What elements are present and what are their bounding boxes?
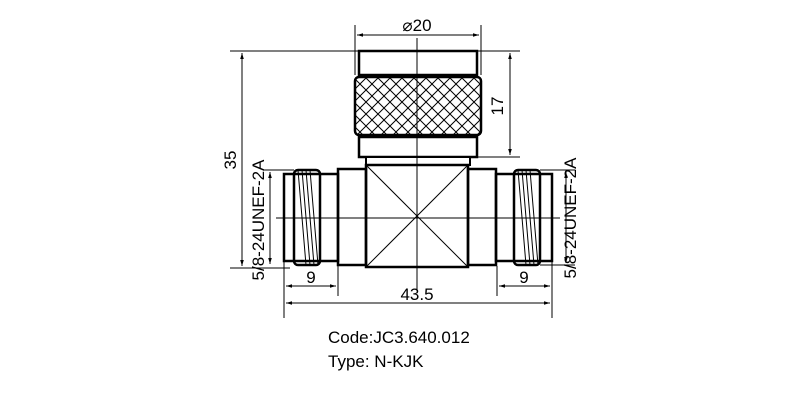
- dim-right-thread-spec: 5/8-24UNEF-2A: [561, 157, 580, 279]
- part-code: Code:JC3.640.012: [328, 328, 470, 347]
- dim-head-diameter: ⌀20: [402, 16, 431, 35]
- knurled-nut: [353, 49, 483, 166]
- dim-left-thread-length: 9: [306, 268, 315, 287]
- dim-left-thread-spec: 5/8-24UNEF-2A: [249, 159, 268, 281]
- dim-total-length: 43.5: [400, 285, 433, 304]
- dim-right-thread-length: 9: [519, 268, 528, 287]
- dim-total-height: 35: [221, 151, 240, 170]
- center-lines: [276, 38, 560, 290]
- dimension-lines: [230, 25, 575, 318]
- dim-head-height: 17: [488, 97, 507, 116]
- part-type: Type: N-KJK: [328, 352, 424, 371]
